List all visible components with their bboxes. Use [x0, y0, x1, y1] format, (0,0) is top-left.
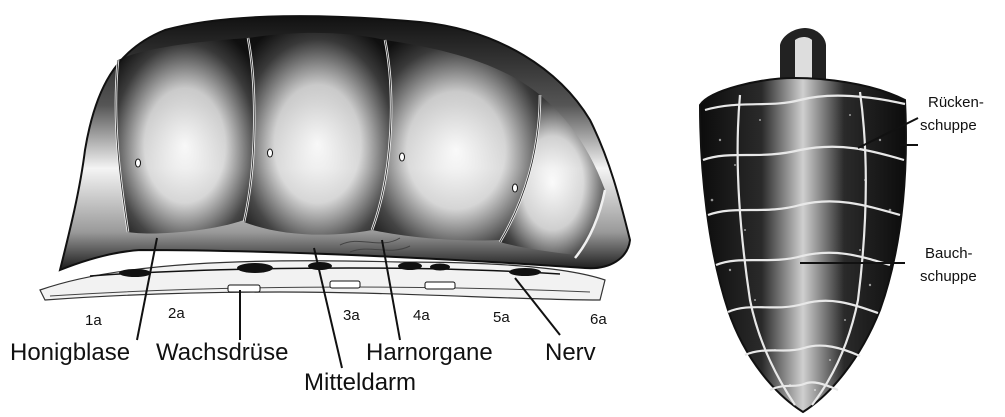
label-wachsdruese: Wachsdrüse [156, 339, 289, 366]
label-bauch-line2: schuppe [920, 268, 977, 285]
label-ruecken-line1: Rücken- [928, 94, 984, 111]
ventral-view-abdomen: Rücken- schuppe Bauch- schuppe [700, 28, 984, 412]
label-honigblase: Honigblase [10, 339, 130, 366]
segment-label-6a: 6a [590, 311, 607, 328]
segment-label-3a: 3a [343, 307, 360, 324]
label-bauch-line1: Bauch- [925, 245, 973, 262]
ventral-body [700, 78, 906, 412]
side-view-abdomen: 1a 2a 3a 4a 5a 6a Honigblase Wachsdrüse … [10, 16, 630, 396]
label-nerv: Nerv [545, 339, 596, 366]
segment-label-2a: 2a [168, 305, 185, 322]
segment-label-1a: 1a [85, 312, 102, 329]
segment-label-4a: 4a [413, 307, 430, 324]
label-mitteldarm: Mitteldarm [304, 369, 416, 396]
label-harnorgane: Harnorgane [366, 339, 493, 366]
label-ruecken-line2: schuppe [920, 117, 977, 134]
segment-label-5a: 5a [493, 309, 510, 326]
